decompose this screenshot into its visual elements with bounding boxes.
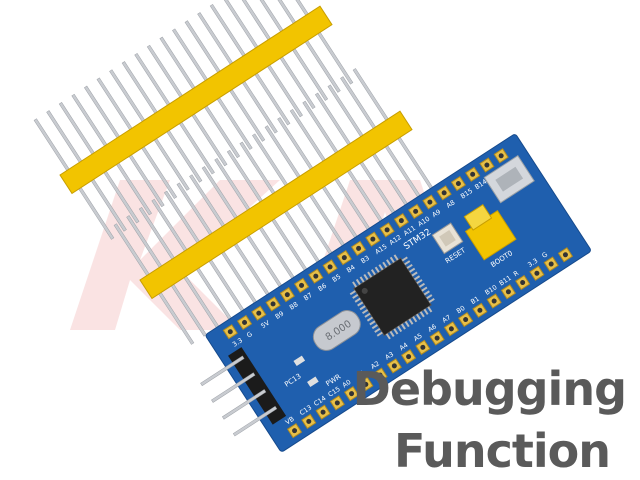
debug-header — [200, 347, 287, 437]
pin-label-bottom: A6 — [426, 322, 438, 333]
pin-header-1 — [33, 0, 354, 240]
pin-label-top: B5 — [331, 272, 343, 283]
pin-label-top: B4 — [345, 263, 357, 274]
pin-label-bottom: A3 — [384, 350, 396, 361]
reset-button — [431, 222, 464, 255]
pin-label-top: 5V — [260, 318, 272, 330]
caption-line-1: Debugging — [352, 362, 627, 416]
pin-label-bottom: A1 — [355, 369, 367, 380]
crystal: 8.000 — [312, 310, 361, 351]
led-pwr — [307, 376, 319, 388]
pin-label-bottom: B1 — [469, 295, 481, 306]
pin-label-top: B7 — [302, 291, 314, 302]
pin-label-bottom: A7 — [441, 313, 453, 324]
pin-label-bottom: A4 — [398, 341, 410, 352]
pin-label-bottom: VB — [284, 415, 296, 427]
pin-label-bottom: A2 — [369, 359, 381, 370]
microcontroller-board: 3.3G5VB9B8B7B6B5B4B3A15A12A11A10A9A8B15B… — [200, 134, 591, 452]
pin-label-top: B9 — [274, 310, 286, 321]
usb-connector — [483, 155, 535, 204]
boot-jumper — [463, 203, 517, 261]
pin-label-top: G — [245, 330, 254, 339]
pin-label-bottom: B0 — [455, 304, 467, 315]
pin-label-top: A9 — [431, 208, 443, 219]
pin-label-top: B6 — [317, 282, 329, 293]
mcu-chip — [349, 254, 435, 340]
pin-label-top: A8 — [445, 198, 457, 209]
pin-label-bottom: A5 — [412, 332, 424, 343]
pin-label-bottom: A0 — [341, 378, 353, 389]
pin-label-top: B3 — [359, 254, 371, 265]
pin-label-bottom: R — [512, 269, 521, 278]
pin-label-bottom: G — [540, 250, 549, 259]
caption-line-2: Function — [393, 424, 611, 478]
led-pc13 — [293, 355, 306, 367]
pin-label-top: B8 — [288, 300, 300, 311]
pin-header-2 — [113, 68, 434, 345]
